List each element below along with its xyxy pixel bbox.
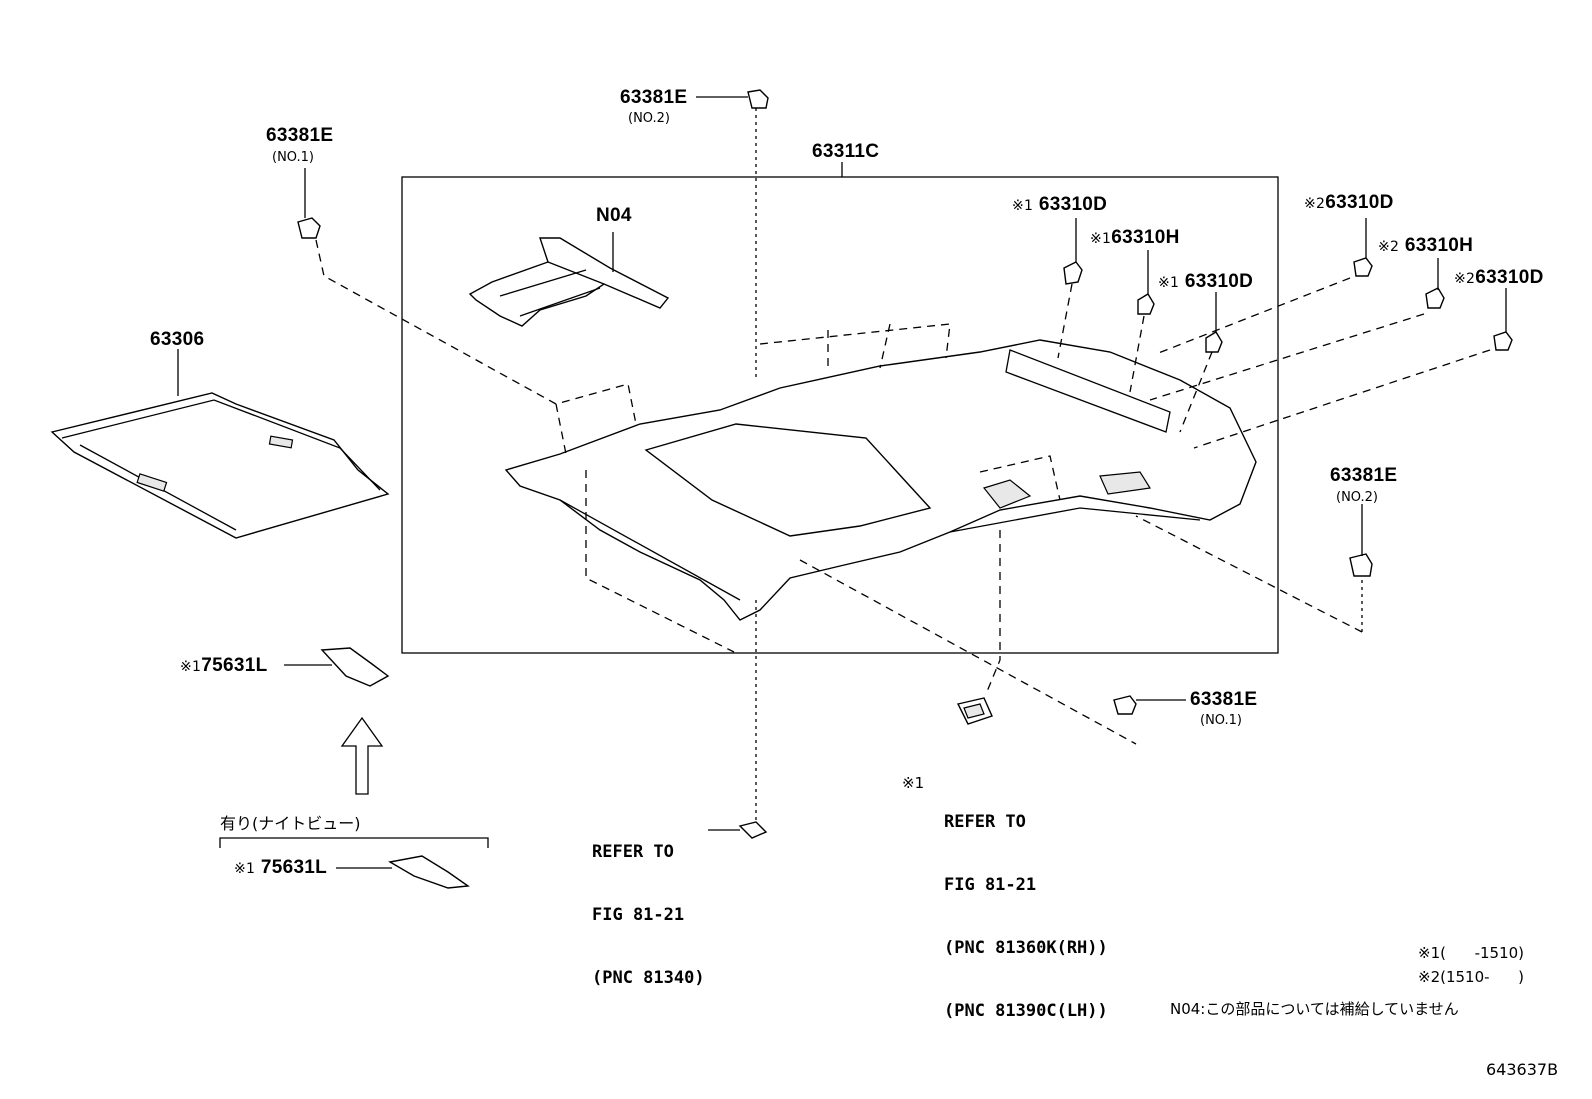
label-night-view: 有り(ナイトビュー) xyxy=(220,814,361,833)
label-63310H-b: ※2 63310H xyxy=(1378,235,1474,256)
label-63381E-no1-left-sub: (NO.1) xyxy=(272,150,314,165)
label-63381E-no1-bottom: 63381E xyxy=(1190,689,1258,710)
label-63311C: 63311C xyxy=(812,141,880,162)
label-N04: N04 xyxy=(596,205,632,226)
clip-63310H-b xyxy=(1425,287,1445,309)
label-63381E-no2-top-sub: (NO.2) xyxy=(628,111,670,126)
legend-note-1: ※1( -1510) xyxy=(1418,944,1525,962)
label-63381E-no2-right-sub: (NO.2) xyxy=(1336,490,1378,505)
legend-note-3: N04:この部品については補給していません xyxy=(1170,1000,1459,1018)
clip-63310D-a xyxy=(1063,261,1083,285)
part-75631L-a xyxy=(320,647,390,687)
part-N04-bracket xyxy=(468,237,670,327)
refer-block-right-mark: ※1 xyxy=(902,774,925,792)
refer-block-center: REFER TO FIG 81-21 (PNC 81340) xyxy=(592,842,705,988)
clip-63310D-c xyxy=(1353,257,1373,277)
legend-note-2: ※2(1510- ) xyxy=(1418,968,1525,986)
mark-2: ※2 xyxy=(1454,271,1476,287)
mark-1: ※1 xyxy=(180,659,202,675)
refer-block-right: REFER TO FIG 81-21 (PNC 81360K(RH)) (PNC… xyxy=(944,812,1108,1021)
part-75631L-b xyxy=(388,855,470,889)
clip-63310H-a xyxy=(1137,293,1155,315)
map-lamp-part xyxy=(956,697,993,725)
label-63310D-a: ※1 63310D xyxy=(1012,194,1108,215)
night-view-bracket xyxy=(219,837,489,848)
clip-63310D-d xyxy=(1493,331,1513,351)
mark-1: ※1 xyxy=(1012,198,1034,214)
label-75631L-a: ※175631L xyxy=(180,655,268,676)
clip-63310D-b xyxy=(1205,331,1223,353)
mark-1: ※1 xyxy=(234,861,256,877)
label-63381E-no1-bottom-sub: (NO.1) xyxy=(1200,713,1242,728)
label-63310D-d: ※263310D xyxy=(1454,267,1544,288)
label-63310D-c: ※263310D xyxy=(1304,192,1394,213)
label-63381E-no1-left: 63381E xyxy=(266,125,334,146)
label-75631L-b: ※1 75631L xyxy=(234,857,328,878)
mark-2: ※2 xyxy=(1304,196,1326,212)
figure-id: 643637B xyxy=(1486,1060,1559,1079)
label-63381E-no2-top: 63381E xyxy=(620,87,688,108)
part-63311C-headliner xyxy=(504,339,1257,621)
clip-63381E-no1-bottom xyxy=(1113,695,1137,715)
lamp-81340-part xyxy=(738,821,768,839)
mark-1: ※1 xyxy=(1158,275,1180,291)
mark-1: ※1 xyxy=(1090,231,1112,247)
clip-63381E-no2-top xyxy=(747,89,769,109)
headliner-frame-box xyxy=(401,176,1279,654)
label-63306: 63306 xyxy=(150,329,205,350)
mark-2: ※2 xyxy=(1378,239,1400,255)
part-63306-panel xyxy=(50,392,390,539)
label-63310H-a: ※163310H xyxy=(1090,227,1180,248)
clip-63381E-no1-left xyxy=(297,217,321,239)
label-63381E-no2-right: 63381E xyxy=(1330,465,1398,486)
clip-63381E-no2-right xyxy=(1349,553,1373,577)
up-arrow-icon xyxy=(340,716,384,795)
label-63310D-b: ※1 63310D xyxy=(1158,271,1254,292)
